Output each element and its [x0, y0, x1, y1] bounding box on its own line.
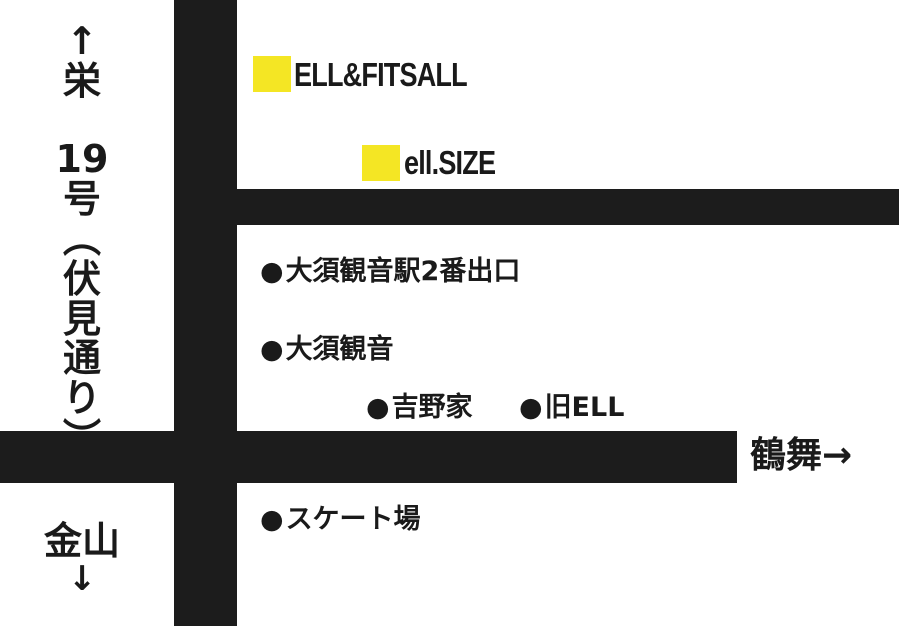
landmark-skate-rink: ●スケート場: [260, 506, 421, 533]
landmark-label: スケート場: [285, 504, 421, 535]
north-label: 栄: [62, 58, 101, 103]
route-label-char: 通: [62, 336, 101, 381]
route-label-char: 19: [55, 137, 109, 181]
south-label: 金山: [43, 519, 120, 563]
route-label-char: 号: [62, 176, 101, 221]
shop-ell-size: ell.SIZE: [404, 144, 496, 181]
landmark-dot-icon: ●: [366, 392, 390, 423]
route-label-char: ︶: [62, 416, 101, 461]
landmark-dot-icon: ●: [260, 256, 284, 287]
landmark-label: 吉野家: [391, 392, 473, 423]
north-arrow-icon: ↑: [66, 19, 98, 63]
shop-marker-ell-fitsall: [253, 56, 291, 92]
route-label-char: 伏: [62, 256, 101, 301]
landmark-label: 大須観音: [285, 334, 394, 365]
landmark-label: 大須観音駅2番出口: [285, 256, 521, 287]
south-arrow-icon: ↓: [67, 558, 97, 599]
landmark-old-ell: ●旧ELL: [519, 394, 624, 421]
landmark-dot-icon: ●: [260, 504, 284, 535]
landmark-osu-kannon: ●大須観音: [260, 336, 394, 363]
landmark-label: 旧ELL: [544, 392, 625, 423]
route-label-char: ︵: [62, 216, 101, 261]
road-route-19: [174, 0, 237, 626]
landmark-yoshinoya: ●吉野家: [366, 394, 473, 421]
route-label-char: 見: [62, 296, 101, 341]
shop-marker-ell-size: [362, 145, 400, 181]
road-upper-street: [237, 189, 899, 225]
landmark-dot-icon: ●: [519, 392, 543, 423]
route-label-char: り: [62, 376, 101, 421]
road-tsurumai-street: [0, 431, 737, 483]
shop-ell-fitsall: ELL&FITSALL: [294, 56, 468, 93]
east-direction-tsurumai: 鶴舞→: [750, 435, 853, 476]
landmark-station-exit: ●大須観音駅2番出口: [260, 258, 520, 285]
south-direction: 金山 ↓: [30, 519, 134, 599]
north-direction: ↑ 栄: [52, 19, 112, 103]
landmark-dot-icon: ●: [260, 334, 284, 365]
